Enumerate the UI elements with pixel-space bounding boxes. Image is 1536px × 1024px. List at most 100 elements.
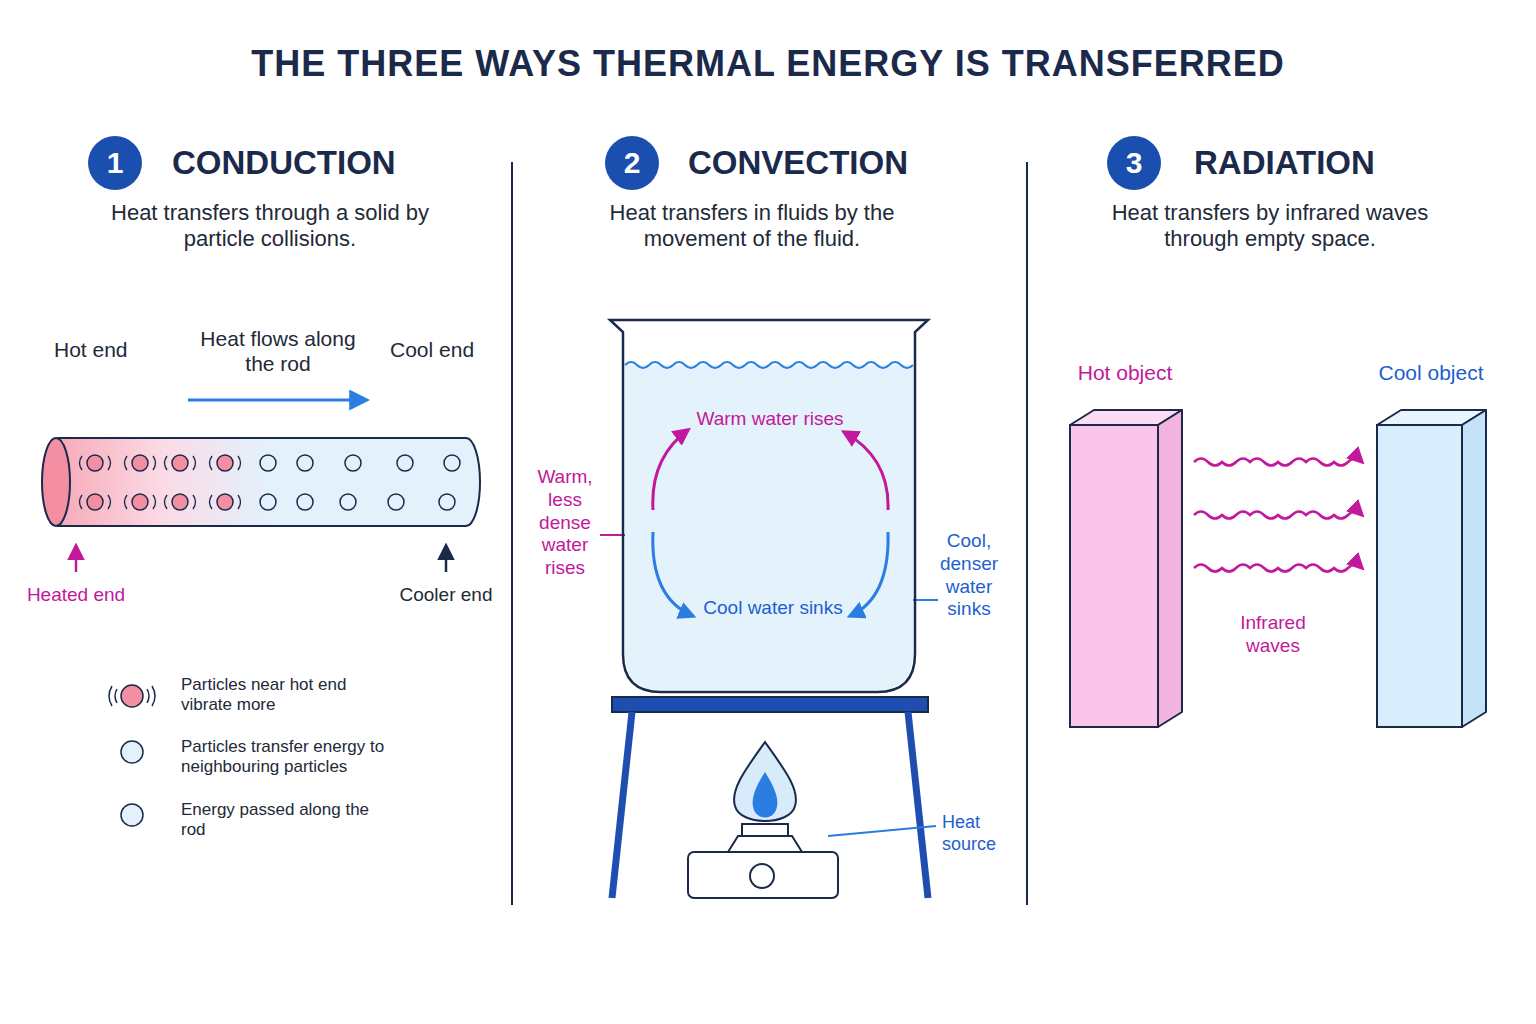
legend-text: Particles near hot end vibrate more <box>181 675 391 716</box>
drawing-part <box>728 836 802 852</box>
rod-particles <box>80 455 461 510</box>
panel-heading: RADIATION <box>1194 143 1375 183</box>
callout-label: Heat source <box>942 812 1002 855</box>
drawing-part <box>653 430 688 510</box>
panel-description: Heat transfers through a solid by partic… <box>90 200 450 253</box>
drawing-part <box>345 455 361 471</box>
panel-heading: CONVECTION <box>688 143 908 183</box>
drawing-part <box>125 495 156 509</box>
drawing-part <box>340 494 356 510</box>
drawing-part <box>439 494 455 510</box>
legend-swatch <box>121 804 143 826</box>
drawing-part <box>87 494 103 510</box>
drawing-part <box>444 455 460 471</box>
leader-line <box>828 826 936 836</box>
legend-text: Energy passed along the rod <box>181 800 391 841</box>
drawing-part <box>1158 410 1182 727</box>
drawing-part <box>132 494 148 510</box>
number-badge: 2 <box>605 136 659 190</box>
beaker: Warm water risesCool water sinks <box>610 318 930 693</box>
drawing-part <box>80 456 111 470</box>
pointer-arrow <box>445 546 448 572</box>
object-block: Hot object <box>1060 358 1190 730</box>
number-badge: 1 <box>88 136 142 190</box>
object-label: Hot object <box>1040 360 1210 385</box>
infrared-wave-arrow <box>1194 512 1362 519</box>
drawing-part <box>165 456 196 470</box>
drawing-part <box>625 362 913 368</box>
drawing-part <box>260 494 276 510</box>
infrared-wave-arrow <box>1194 565 1362 572</box>
legend-swatch <box>109 685 155 707</box>
drawing-part <box>612 697 928 712</box>
water-label: Cool water sinks <box>688 597 858 620</box>
drawing-part <box>172 494 188 510</box>
panel-heading: CONDUCTION <box>172 143 396 183</box>
block-outline <box>1060 358 1190 730</box>
drawing-part <box>210 495 241 509</box>
panel-divider <box>1026 162 1028 905</box>
pointer-label: Heated end <box>26 584 126 607</box>
drawing-part <box>165 495 196 509</box>
object-block: Cool object <box>1366 358 1496 730</box>
drawing-part <box>1377 425 1462 727</box>
rod-label: Hot end <box>54 337 128 362</box>
arrow-label: Heat flows along the rod <box>188 326 368 376</box>
drawing-part <box>1462 410 1486 727</box>
callout-label: Cool, denser water sinks <box>928 530 1010 621</box>
callout-number: 3 <box>1107 136 1161 190</box>
panel-description: Heat transfers by infrared waves through… <box>1085 200 1455 253</box>
drawing-part <box>612 712 632 898</box>
drawing-part <box>908 712 928 898</box>
beaker-outline <box>610 318 930 693</box>
drawing-part <box>653 532 693 616</box>
tripod-stand <box>612 697 928 898</box>
drawing-part <box>58 438 480 526</box>
drawing-part <box>397 455 413 471</box>
object-label: Cool object <box>1346 360 1516 385</box>
pointer-arrow <box>75 546 78 572</box>
drawing-part <box>610 320 928 692</box>
water-label: Warm water rises <box>685 408 855 431</box>
drawing-part <box>80 495 111 509</box>
legend-text: Particles transfer energy to neighbourin… <box>181 737 391 778</box>
drawing-part <box>734 742 796 821</box>
drawing-part <box>172 455 188 471</box>
drawing-part <box>753 772 778 818</box>
drawing-part <box>844 432 888 510</box>
drawing-part <box>297 455 313 471</box>
drawing-part <box>260 455 276 471</box>
drawing-part <box>688 852 838 898</box>
callout-number: 1 <box>88 136 142 190</box>
callout-label: Warm, less dense water rises <box>524 466 606 580</box>
drawing-part <box>1070 425 1158 727</box>
legend-swatch <box>121 741 143 763</box>
drawing-part <box>121 685 143 707</box>
drawing-part <box>42 438 70 526</box>
drawing-part <box>210 456 241 470</box>
drawing-part <box>388 494 404 510</box>
drawing-part <box>297 494 313 510</box>
drawing-part <box>109 686 155 706</box>
drawing-part <box>850 532 888 616</box>
drawing-part <box>132 455 148 471</box>
drawing-part <box>625 365 913 690</box>
infrared-wave-arrow <box>1194 459 1362 466</box>
drawing-part <box>742 824 788 836</box>
block-outline <box>1366 358 1496 730</box>
rod-label: Cool end <box>390 337 474 362</box>
drawing-part <box>87 455 103 471</box>
metal-rod <box>42 438 480 526</box>
heat-flow-arrow <box>188 399 366 402</box>
drawing-part <box>750 864 774 888</box>
pointer-label: Cooler end <box>396 584 496 607</box>
drawing-part <box>125 456 156 470</box>
wave-label: Infrared waves <box>1218 612 1328 658</box>
drawing-part <box>217 455 233 471</box>
bunsen-burner <box>688 742 838 898</box>
panel-divider <box>511 162 513 905</box>
drawing-part <box>217 494 233 510</box>
diagram-title: THE THREE WAYS THERMAL ENERGY IS TRANSFE… <box>0 42 1536 85</box>
callout-number: 2 <box>605 136 659 190</box>
